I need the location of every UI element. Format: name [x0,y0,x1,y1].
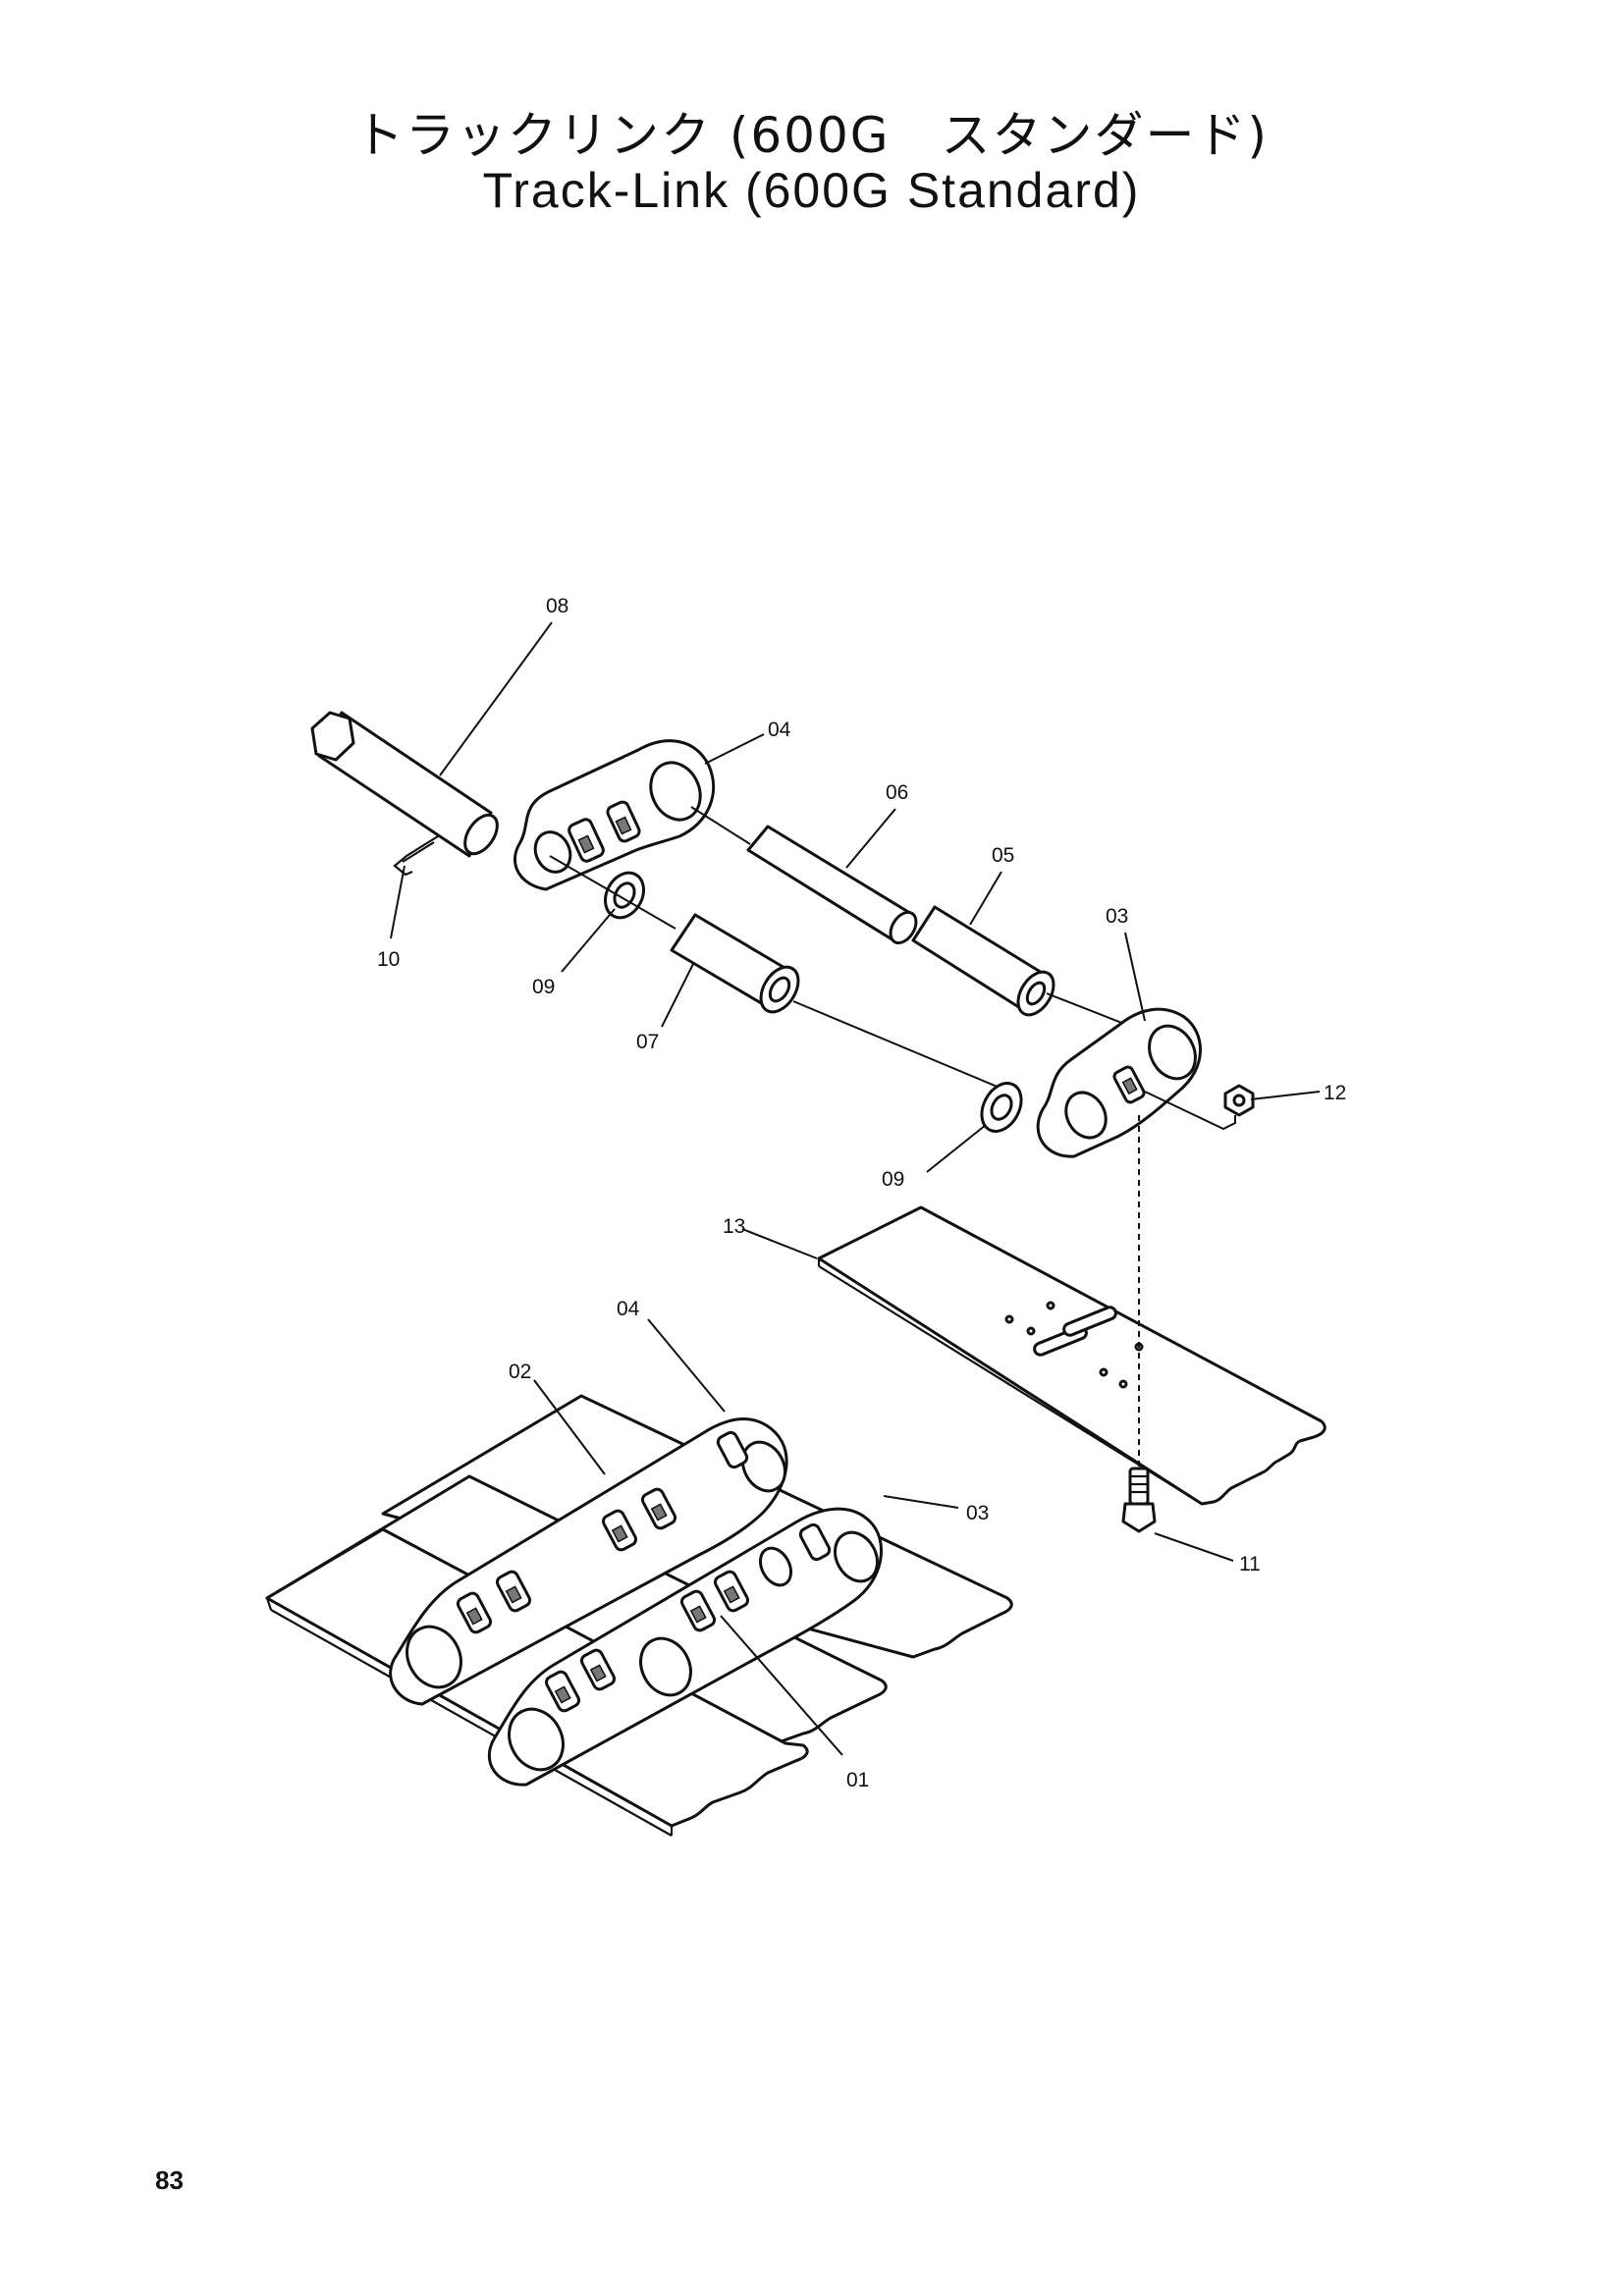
pin-part [746,825,918,945]
leader-13 [741,1228,818,1259]
callout-11: 11 [1239,1553,1261,1575]
callout-09-right: 09 [882,1168,904,1191]
callout-01: 01 [846,1769,869,1791]
bushing-part [911,905,1055,1017]
callout-07: 07 [636,1031,659,1053]
bushing-lower-part [670,913,800,1014]
callout-12: 12 [1324,1082,1346,1104]
callout-03-top: 03 [1106,905,1128,928]
assembled-track-section [265,1394,1013,1837]
callout-09-left: 09 [532,976,555,998]
leader-10 [390,865,406,939]
link-upper-part [514,739,715,891]
leader-08 [439,621,553,776]
page-title-english: Track-Link (600G Standard) [482,163,1141,218]
callout-05: 05 [992,844,1014,867]
shoe-plate-part [817,1205,1326,1506]
seal-right-part [980,1082,1023,1133]
leader-04-bottom [647,1318,726,1413]
leader-11 [1154,1532,1234,1562]
seal-left-part [604,871,645,920]
callout-04-top: 04 [768,719,791,741]
snap-ring-part [393,835,439,877]
leader-05 [969,871,1002,926]
leader-03-top [1124,932,1146,1022]
master-pin-part [310,711,499,858]
callout-10: 10 [377,948,400,971]
nut-part [1144,1084,1255,1131]
callout-08: 08 [546,595,568,617]
link-upper-right-part [1036,1007,1202,1158]
leader-07 [661,963,694,1028]
callout-02: 02 [509,1361,531,1383]
callout-04-bottom: 04 [617,1298,640,1320]
leader-03-bottom [883,1495,959,1509]
page-number: 83 [155,2165,184,2195]
callout-13: 13 [723,1215,745,1238]
leader-02 [533,1379,606,1475]
leader-04-top [704,733,765,765]
callout-03-bottom: 03 [966,1502,989,1524]
leader-09-left [561,908,616,973]
callout-06: 06 [886,781,908,804]
page-title-japanese: トラックリンク (600G スタンダード) [353,107,1270,164]
shoe-bolt-part [1121,1115,1157,1533]
leader-09-right [926,1124,987,1173]
leader-01 [720,1615,843,1756]
leader-06 [845,808,896,869]
leader-12 [1250,1091,1321,1100]
